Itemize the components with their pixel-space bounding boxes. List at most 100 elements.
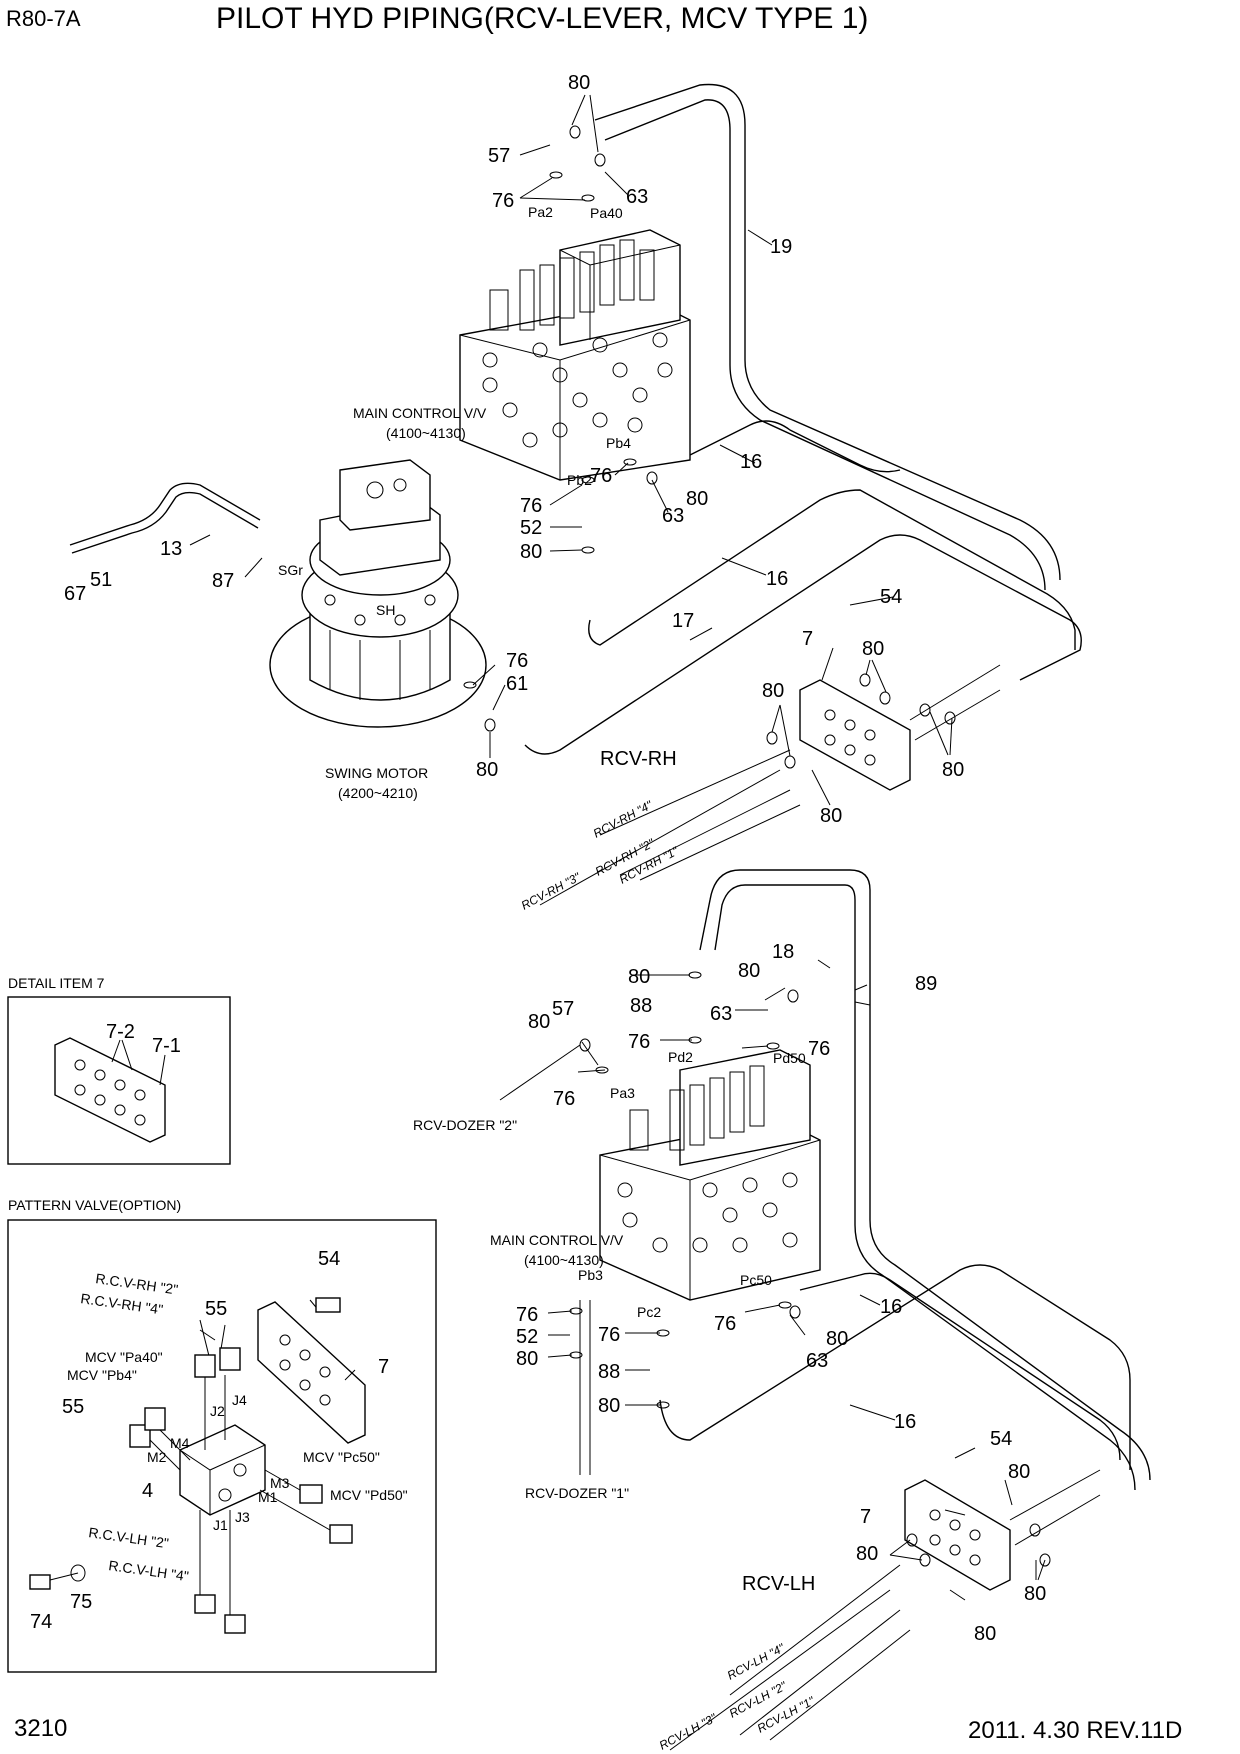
callout-80: 80 — [628, 966, 650, 988]
pattern-port-m3: M3 — [270, 1475, 290, 1491]
callout-17: 17 — [672, 610, 694, 632]
pattern-valve-drawing: R.C.V-RH "2" R.C.V-RH "4" MCV "Pa40" MCV… — [29, 1248, 408, 1634]
callout-74: 74 — [30, 1611, 52, 1633]
revision-date: 2011. 4.30 REV.11D — [968, 1717, 1182, 1744]
swing-motor — [269, 459, 487, 728]
mcv-bottom-label: MAIN CONTROL V/V — [490, 1232, 624, 1248]
callout-80: 80 — [686, 488, 708, 510]
pattern-label-rlh2: R.C.V-LH "2" — [88, 1524, 170, 1551]
pattern-port-j2: J2 — [210, 1403, 225, 1419]
callout-61: 61 — [506, 673, 528, 695]
callout-54: 54 — [880, 586, 902, 608]
callout-16: 16 — [880, 1296, 902, 1318]
callout-63: 63 — [662, 505, 684, 527]
callout-75: 75 — [70, 1591, 92, 1613]
callout-19: 19 — [770, 236, 792, 258]
model-code: R80-7A — [6, 6, 81, 31]
pattern-port-m4: M4 — [170, 1435, 190, 1451]
callout-55: 55 — [205, 1298, 227, 1320]
callout-76: 76 — [553, 1088, 575, 1110]
callout-88: 88 — [598, 1361, 620, 1383]
callout-18: 18 — [772, 941, 794, 963]
hose-17 — [524, 534, 1082, 755]
port-pa40: Pa40 — [590, 205, 623, 221]
hose-label-lh4: RCV-LH "4" — [725, 1640, 788, 1682]
callout-76: 76 — [808, 1038, 830, 1060]
callout-80: 80 — [476, 759, 498, 781]
rcv-rh-label: RCV-RH — [600, 748, 677, 770]
swing-motor-label: SWING MOTOR — [325, 765, 428, 781]
hose-label-rh4: RCV-RH "4" — [591, 798, 655, 841]
port-pa2: Pa2 — [528, 204, 553, 220]
pattern-port-m2: M2 — [147, 1449, 167, 1465]
callout-80: 80 — [1024, 1583, 1046, 1605]
hose-13 — [69, 482, 261, 554]
mcv-top-label: MAIN CONTROL V/V — [353, 405, 487, 421]
port-pc50: Pc50 — [740, 1272, 772, 1288]
hose-16-top — [588, 420, 1076, 650]
pattern-label-mcv-pb4: MCV "Pb4" — [67, 1367, 137, 1383]
pattern-valve-frame — [7, 1219, 437, 1673]
callouts-main: 80 57 76 63 19 16 76 76 80 63 52 80 16 1… — [64, 72, 1046, 1645]
pattern-port-m1: M1 — [258, 1489, 278, 1505]
callout-16: 16 — [894, 1411, 916, 1433]
swing-motor-range: (4200~4210) — [338, 785, 418, 801]
rcv-lh-hoses — [669, 1469, 1101, 1751]
port-pb2: Pb2 — [567, 472, 592, 488]
port-sh: SH — [376, 602, 395, 618]
hose-label-rh3: RCV-RH "3" — [519, 870, 583, 913]
dozer-hoses — [499, 1044, 591, 1475]
pattern-label-mcv-pd50: MCV "Pd50" — [330, 1487, 408, 1503]
hose-label-lh3: RCV-LH "3" — [657, 1710, 720, 1752]
rcv-rh-hoses — [539, 664, 1001, 906]
callout-88: 88 — [630, 995, 652, 1017]
callout-76: 76 — [520, 495, 542, 517]
callout-54: 54 — [990, 1428, 1012, 1450]
hose-label-dozer1: RCV-DOZER "1" — [525, 1485, 629, 1501]
rcv-lh-label: RCV-LH — [742, 1573, 815, 1595]
callout-87: 87 — [212, 570, 234, 592]
callout-76: 76 — [590, 465, 612, 487]
callout-76: 76 — [628, 1031, 650, 1053]
callout-80: 80 — [516, 1348, 538, 1370]
mcv-bottom-range: (4100~4130) — [524, 1252, 604, 1268]
port-pc2: Pc2 — [637, 1304, 661, 1320]
hose-label-dozer2: RCV-DOZER "2" — [413, 1117, 517, 1133]
callout-80: 80 — [1008, 1461, 1030, 1483]
callout-7: 7 — [378, 1356, 389, 1378]
port-pa3: Pa3 — [610, 1085, 635, 1101]
callout-7: 7 — [860, 1506, 871, 1528]
callout-89: 89 — [915, 973, 937, 995]
rcv-lh-block — [904, 1479, 1011, 1591]
mcv-top-range: (4100~4130) — [386, 425, 466, 441]
pattern-label-mcv-pa40: MCV "Pa40" — [85, 1349, 163, 1365]
pattern-port-j4: J4 — [232, 1392, 247, 1408]
page-title: PILOT HYD PIPING(RCV-LEVER, MCV TYPE 1) — [216, 2, 868, 35]
pattern-port-j3: J3 — [235, 1509, 250, 1525]
callout-80: 80 — [820, 805, 842, 827]
port-pb3: Pb3 — [578, 1267, 603, 1283]
callout-80: 80 — [568, 72, 590, 94]
callout-4: 4 — [142, 1480, 153, 1502]
port-pb4: Pb4 — [606, 435, 631, 451]
hose-19 — [594, 83, 1061, 591]
callout-76: 76 — [598, 1324, 620, 1346]
pattern-port-j1: J1 — [213, 1517, 228, 1533]
hose-16-bottom — [659, 1264, 1131, 1470]
callout-80: 80 — [974, 1623, 996, 1645]
callout-63: 63 — [710, 1003, 732, 1025]
detail-item-7-frame — [7, 996, 231, 1165]
callout-80: 80 — [862, 638, 884, 660]
callout-51: 51 — [90, 569, 112, 591]
callout-76: 76 — [506, 650, 528, 672]
callout-80: 80 — [942, 759, 964, 781]
pattern-label-rlh4: R.C.V-LH "4" — [108, 1557, 190, 1584]
port-sgr: SGr — [278, 562, 303, 578]
callout-76: 76 — [492, 190, 514, 212]
callout-57: 57 — [488, 145, 510, 167]
callout-63: 63 — [806, 1350, 828, 1372]
pattern-valve-title: PATTERN VALVE(OPTION) — [8, 1197, 181, 1213]
callout-7-2: 7-2 — [106, 1021, 135, 1043]
callout-16: 16 — [740, 451, 762, 473]
